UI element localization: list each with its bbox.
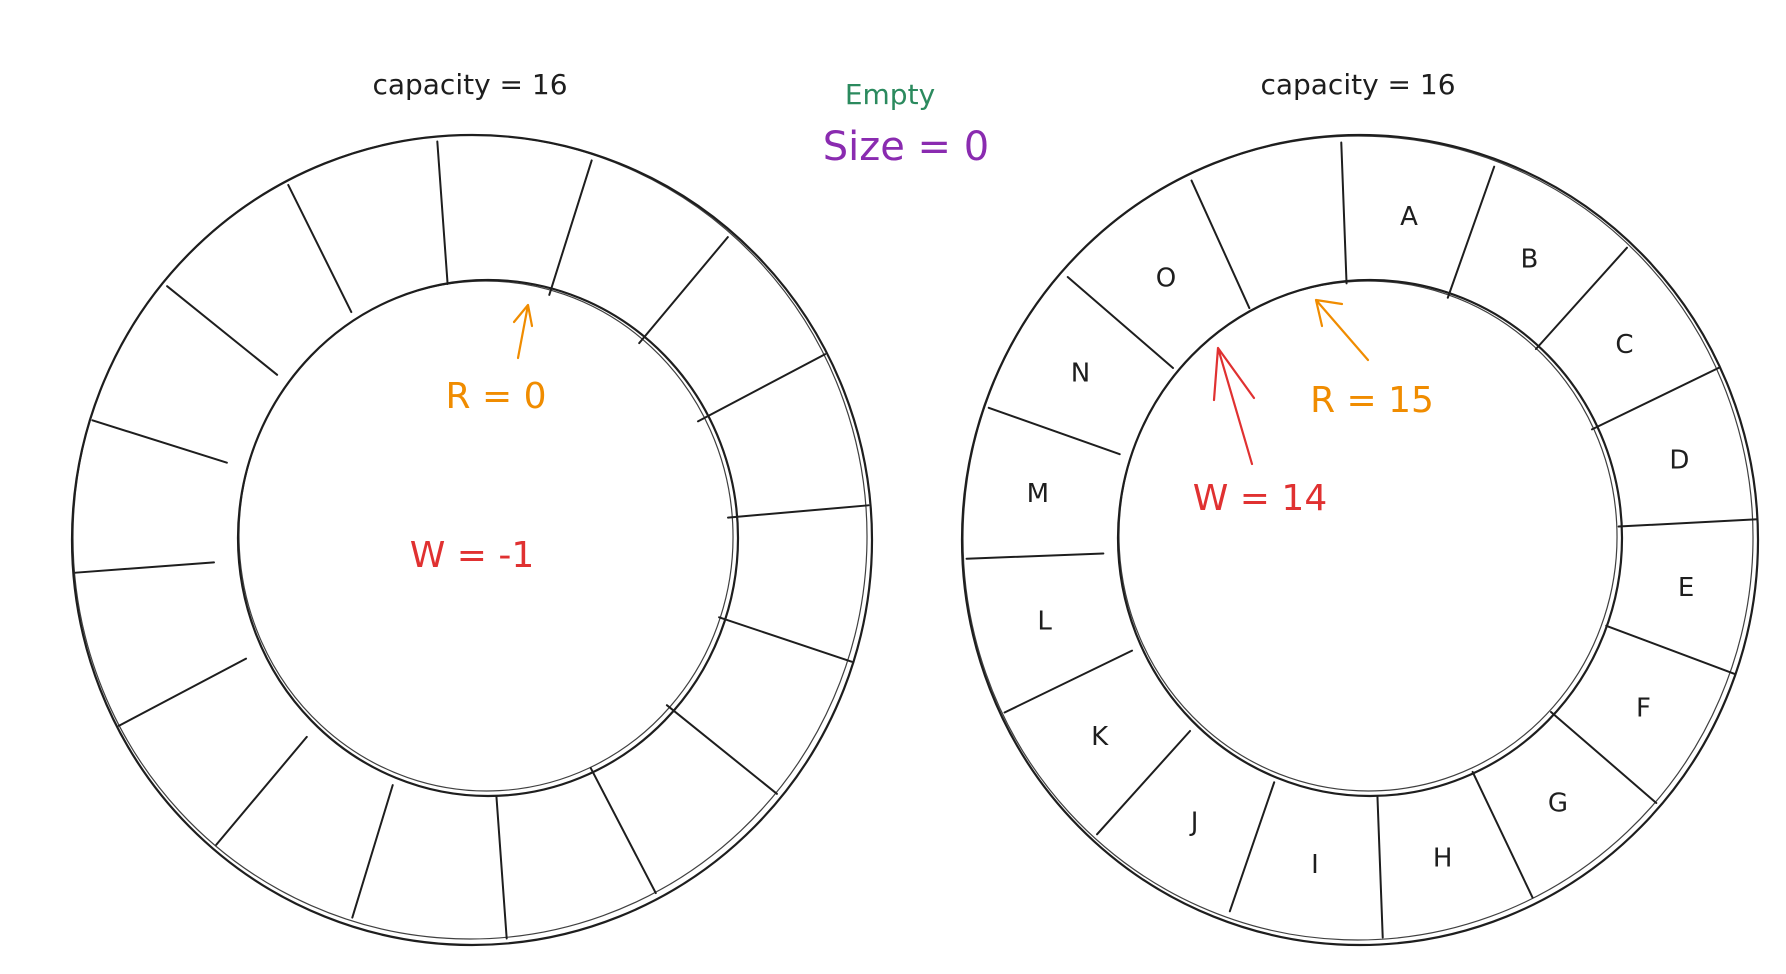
slot-label: B [1520,245,1538,275]
slot-divider [1376,795,1384,939]
slot-divider [718,616,853,663]
slot-divider [589,766,657,895]
slot-divider [351,784,394,919]
slot-label: I [1311,850,1319,880]
slot-divider [1534,246,1628,351]
inner-ring [236,278,740,798]
slot-divider [1190,179,1251,310]
slot-divider [1228,781,1276,913]
slot-divider [1096,729,1192,836]
slot-label: M [1027,479,1049,509]
slot-labels: A B C D E F G H I J K L M N O [1027,202,1695,880]
slot-divider [1471,770,1534,899]
slot-divider [696,353,827,423]
ring-buffer-full: capacity = 16 A B C D E F G H I J K L M N O R = 15 W =… [960,68,1760,947]
slot-divider [166,285,279,376]
slot-label: O [1156,264,1176,294]
slot-divider [1340,141,1348,285]
slot-divider [1549,710,1658,804]
size-label: Size = 0 [823,124,990,170]
slot-divider [665,704,778,795]
state-label: Empty [845,78,935,111]
slot-divider [965,552,1105,560]
write-pointer-arrow [1212,346,1256,466]
slot-label: D [1669,445,1689,475]
inner-ring [1116,278,1624,798]
slot-dividers [965,141,1759,939]
read-pointer-label: R = 15 [1310,380,1434,421]
slot-label: H [1433,843,1453,873]
slot-divider [1617,518,1759,528]
slot-divider [1446,165,1496,299]
slot-divider [91,419,228,464]
slot-divider [287,183,353,314]
ring-buffer-empty: capacity = 16 R = 0 W = -1 [70,68,874,947]
slot-label: C [1615,330,1633,360]
slot-dividers [74,140,870,940]
slot-divider [495,795,508,940]
slot-label: G [1548,788,1568,818]
slot-label: L [1037,607,1052,637]
slot-label: F [1636,693,1651,723]
slot-divider [74,561,215,574]
outer-ring-sketch [72,134,868,940]
slot-divider [548,159,593,296]
slot-divider [727,504,870,519]
slot-label: J [1189,808,1199,838]
read-pointer-arrow [1314,298,1370,362]
write-pointer-label: W = -1 [410,535,535,576]
outer-ring-sketch [962,135,1754,941]
slot-divider [215,735,308,846]
read-pointer-arrow [512,303,534,360]
capacity-label: capacity = 16 [1260,68,1455,101]
slot-label: A [1400,202,1418,232]
write-pointer-label: W = 14 [1193,478,1327,519]
slot-divider [117,657,248,727]
slot-divider [1605,624,1737,676]
outer-ring [960,133,1760,947]
slot-divider [436,140,449,285]
slot-divider [1003,649,1134,714]
slot-divider [1590,366,1721,431]
slot-divider [638,236,729,345]
slot-divider [1066,276,1175,370]
slot-label: E [1678,573,1694,603]
read-pointer-label: R = 0 [446,376,547,417]
slot-divider [987,406,1121,456]
inner-ring-sketch [238,280,734,792]
slot-label: N [1071,359,1090,389]
capacity-label: capacity = 16 [372,68,567,101]
slot-label: K [1091,722,1109,752]
inner-ring-sketch [1118,280,1618,792]
